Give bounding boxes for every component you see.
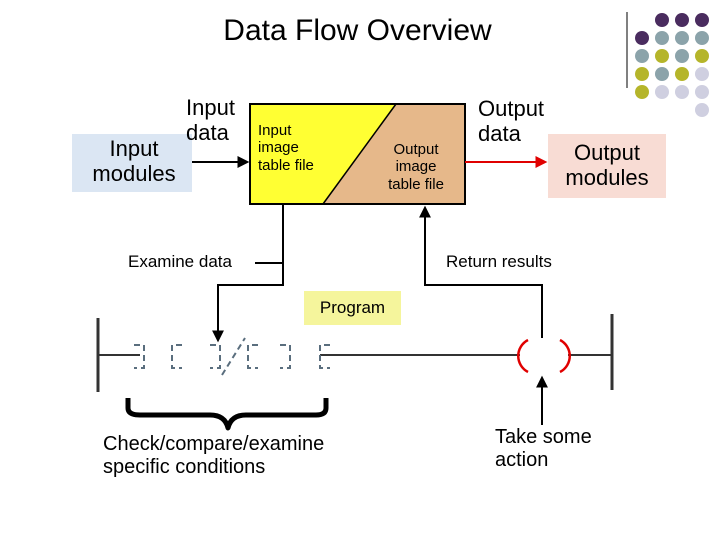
output-modules-box	[548, 134, 666, 198]
decorative-dot	[695, 49, 709, 63]
contact-2-slash	[221, 337, 246, 376]
decorative-dot	[675, 13, 689, 27]
decorative-dot	[635, 49, 649, 63]
program-box	[304, 291, 401, 325]
contact-3-left	[247, 344, 258, 369]
output-coil	[517, 338, 571, 374]
contacts	[134, 337, 330, 376]
examine-data-label: Examine data	[128, 252, 232, 271]
contact-2-left	[171, 344, 182, 369]
decorative-dot	[655, 85, 669, 99]
decorative-dots	[635, 13, 709, 117]
decorative-dot	[635, 85, 649, 99]
examine-data-arrow	[212, 263, 284, 343]
input-image-table-shape	[250, 104, 396, 204]
decorative-dot	[675, 67, 689, 81]
program-label: Program	[319, 298, 386, 317]
decorative-dot	[635, 67, 649, 81]
conditions-brace	[125, 398, 329, 431]
return-results-label: Return results	[446, 252, 552, 271]
contact-4	[319, 344, 330, 369]
decorative-dot	[695, 85, 709, 99]
decorative-dot	[655, 49, 669, 63]
decorative-dot	[695, 103, 709, 117]
decorative-dot	[695, 13, 709, 27]
page-title: Data Flow Overview	[223, 14, 492, 47]
decorative-dot	[655, 13, 669, 27]
decorative-dot	[695, 31, 709, 45]
decorative-dot	[695, 67, 709, 81]
decorative-dot	[635, 31, 649, 45]
examine-data-line	[255, 204, 284, 264]
decorative-dot	[655, 31, 669, 45]
contact-2-right	[210, 344, 221, 369]
decorative-dot	[675, 49, 689, 63]
contact-1	[134, 344, 145, 369]
image-table-divider	[322, 103, 397, 205]
decorative-dot	[655, 67, 669, 81]
decorative-dot	[675, 31, 689, 45]
contact-3-right	[280, 344, 291, 369]
input-modules-box	[72, 134, 192, 192]
return-results-arrow	[419, 205, 543, 338]
decorative-dot	[675, 85, 689, 99]
output-image-table-shape	[323, 104, 465, 204]
image-table-border	[249, 103, 466, 205]
